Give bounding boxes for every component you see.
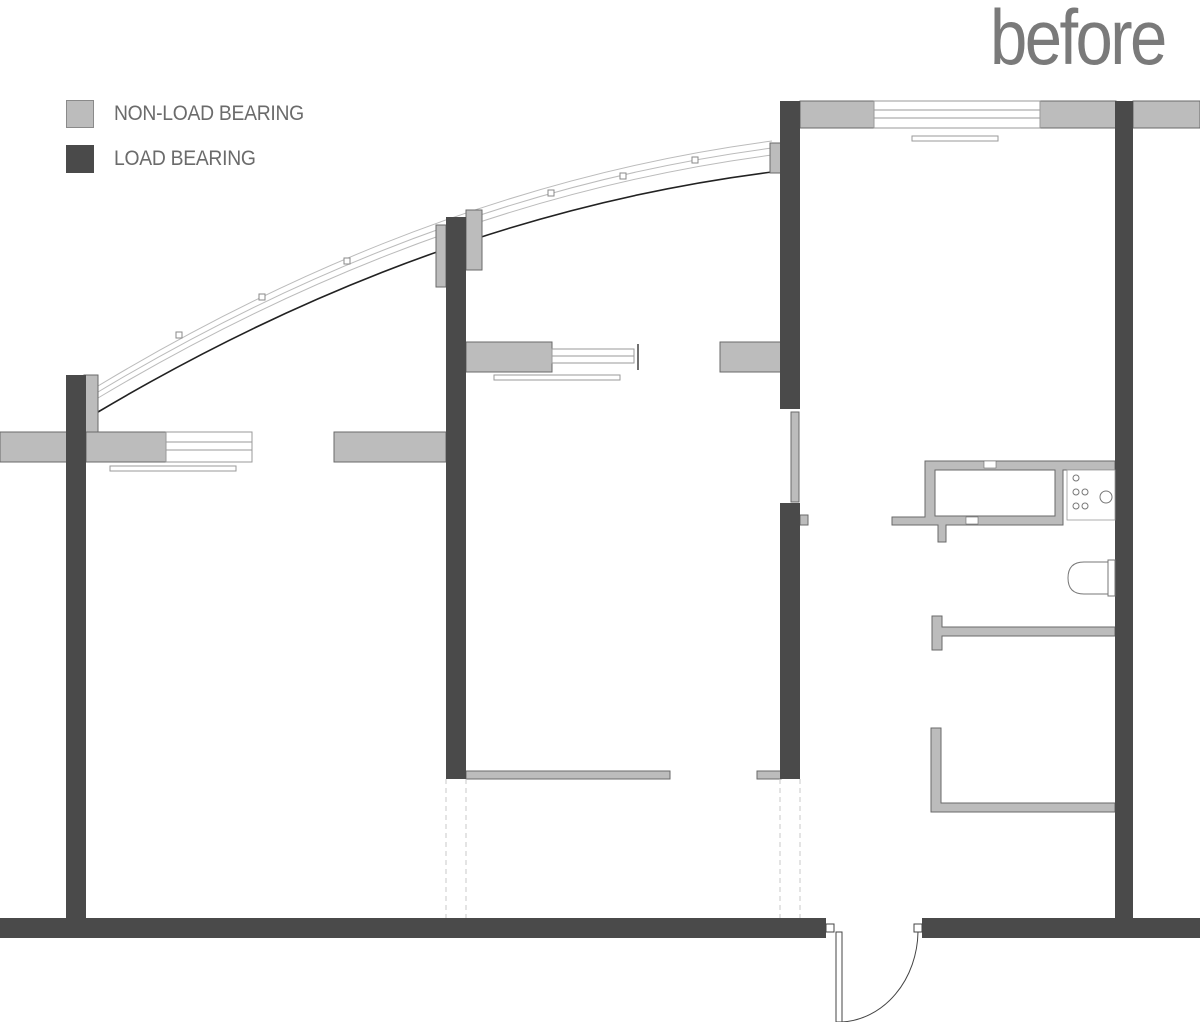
load-bearing-walls <box>0 101 1200 938</box>
legend-swatch-non-load-bearing <box>66 100 94 128</box>
legend-item-non-load-bearing: NON-LOAD BEARING <box>66 100 320 128</box>
curved-window-wall <box>97 140 773 413</box>
bathroom-fixtures <box>1066 469 1116 597</box>
legend-label-load-bearing: LOAD BEARING <box>114 147 256 170</box>
legend-label-non-load-bearing: NON-LOAD BEARING <box>114 102 304 125</box>
legend-swatch-load-bearing <box>66 145 94 173</box>
plan-title: before <box>990 0 1167 81</box>
entrance-door <box>825 923 923 1022</box>
dashed-openings <box>445 779 801 918</box>
legend-item-load-bearing: LOAD BEARING <box>66 145 268 173</box>
windows <box>109 100 1041 472</box>
